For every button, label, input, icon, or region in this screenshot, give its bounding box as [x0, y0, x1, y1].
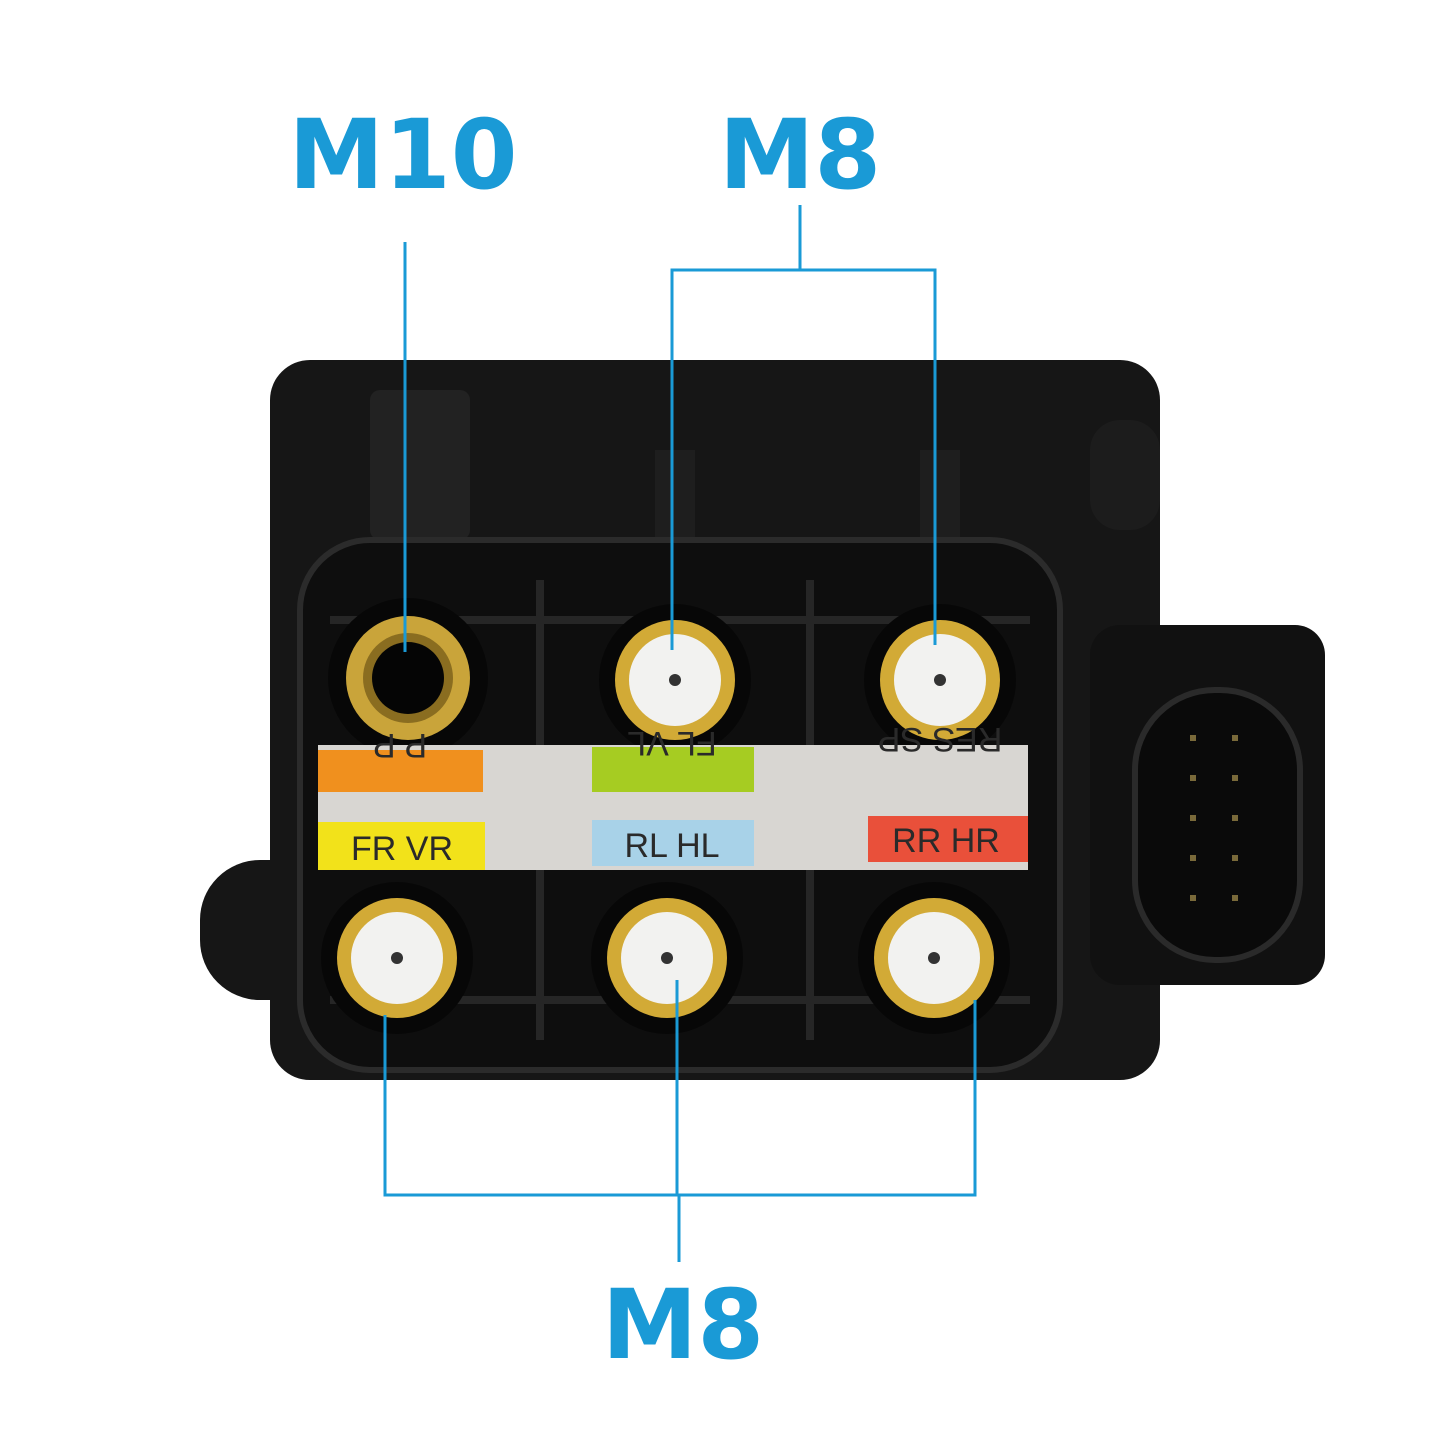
- label-fr-vr: FR VR: [351, 830, 453, 868]
- port-m10-fitting: [328, 598, 488, 758]
- callout-m10: M10: [288, 99, 517, 211]
- port-fittings-m8: [321, 604, 1016, 1034]
- m8-fitting: [591, 882, 743, 1034]
- port-label-strip: P P FL VL RES SP FR VR RL HL RR HR: [318, 720, 1028, 870]
- label-fl-vl: FL VL: [627, 724, 716, 762]
- m8-fitting: [599, 604, 751, 756]
- callout-lines: [383, 205, 977, 1262]
- callout-m8-bottom: M8: [602, 1269, 764, 1381]
- callout-m8-top: M8: [719, 99, 881, 211]
- label-rl-hl: RL HL: [624, 827, 719, 865]
- m8-fitting: [864, 604, 1016, 756]
- label-pp: P P: [373, 726, 427, 764]
- label-rr-hr: RR HR: [892, 822, 1000, 860]
- m8-fitting: [858, 882, 1010, 1034]
- electrical-connector: [1090, 625, 1325, 985]
- label-res-sp: RES SP: [878, 720, 1003, 758]
- m8-fitting: [321, 882, 473, 1034]
